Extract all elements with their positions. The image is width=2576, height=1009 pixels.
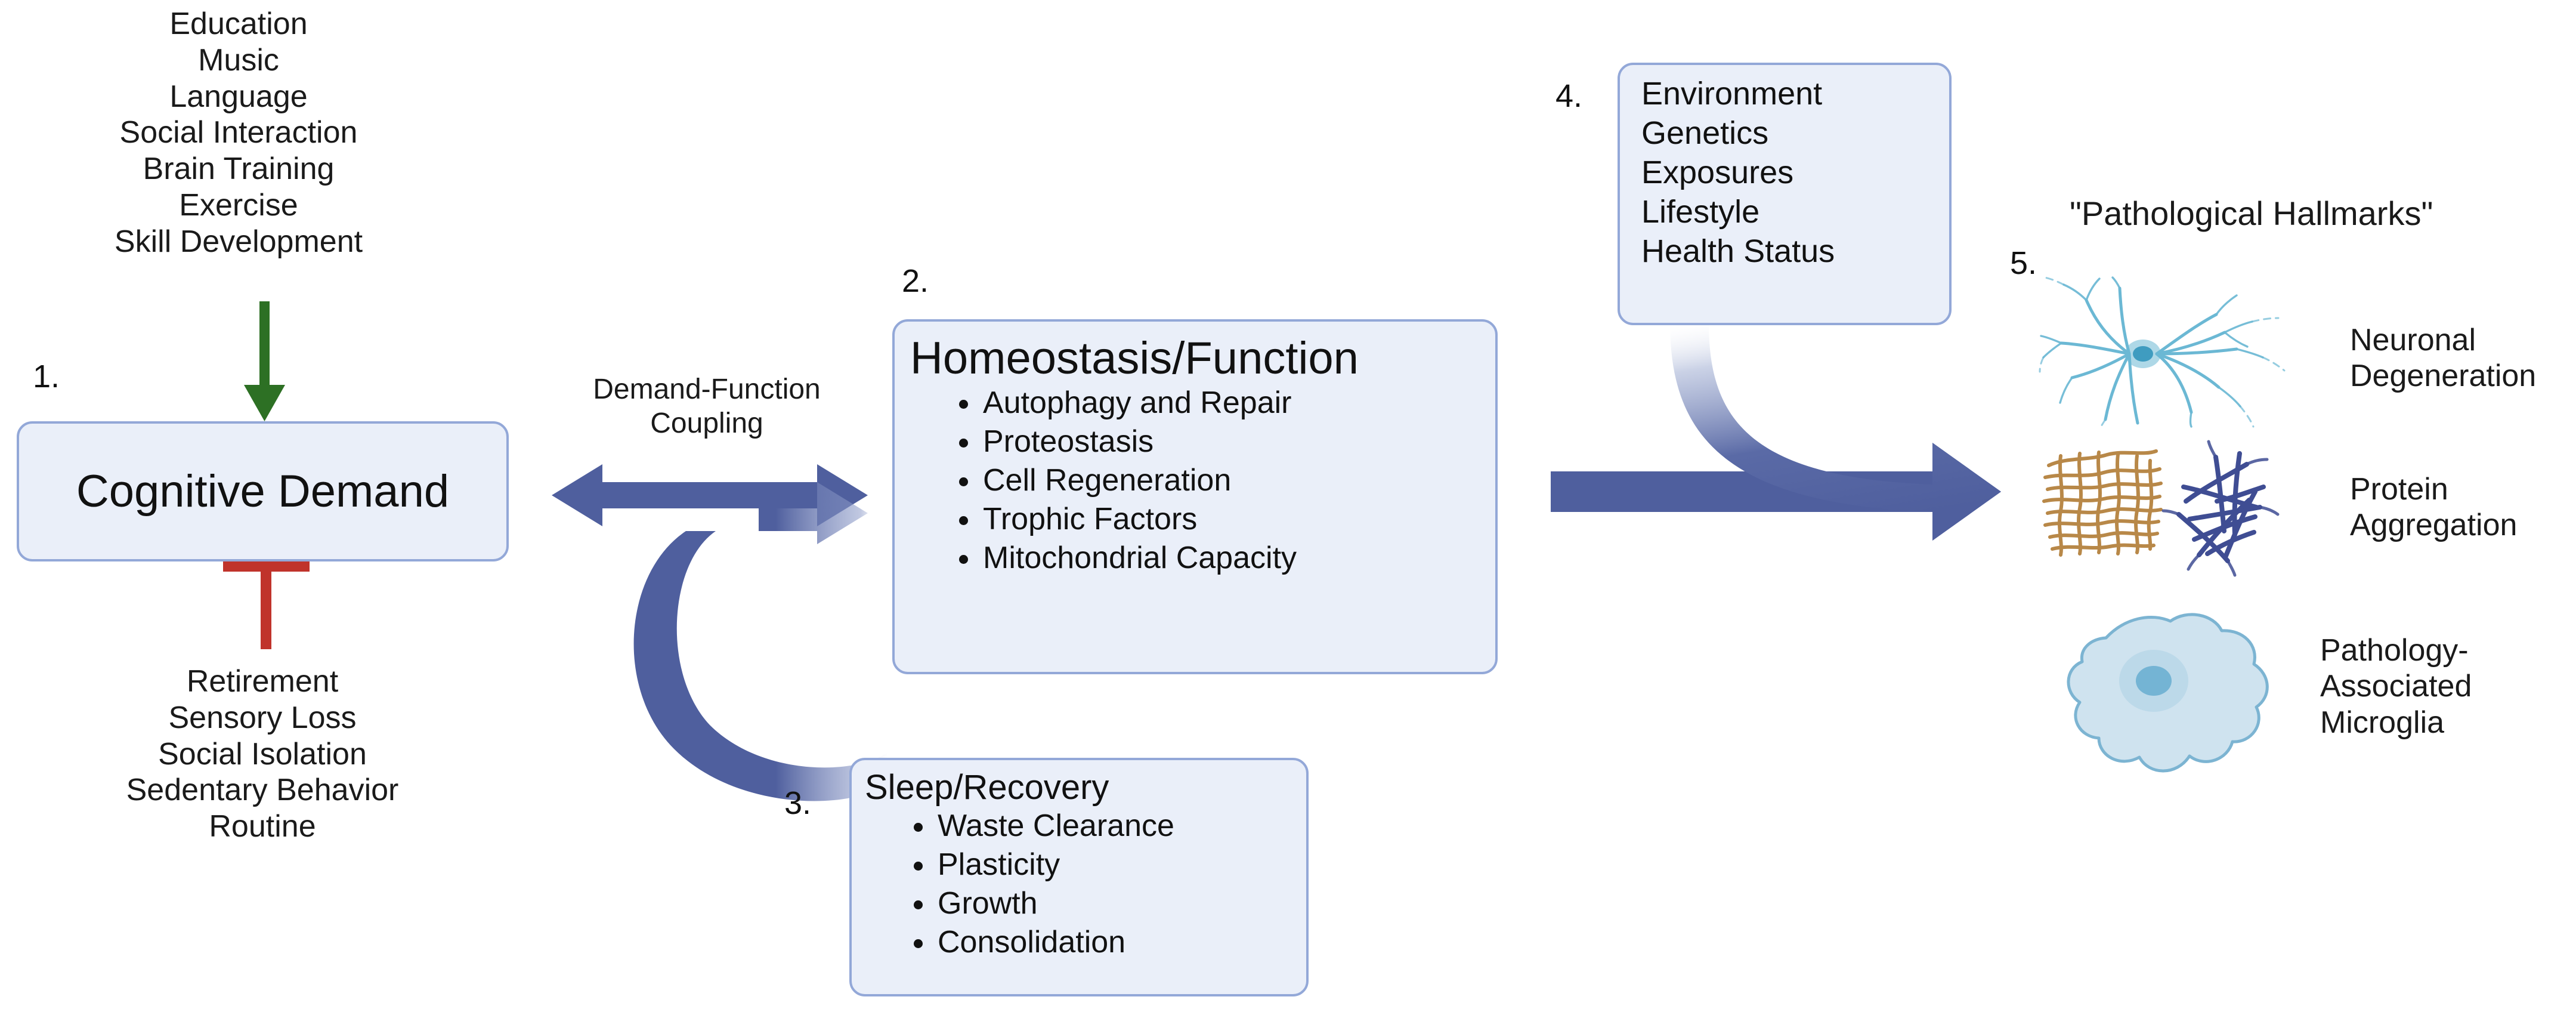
sleep-recovery-item: Growth — [910, 884, 1293, 923]
homeostasis-function-box[interactable]: Homeostasis/Function Autophagy and Repai… — [892, 319, 1498, 674]
step-3-number: 3. — [784, 785, 812, 821]
hallmark-label-line: Degeneration — [2350, 359, 2537, 394]
suppressor-item: Sensory Loss — [168, 700, 357, 735]
sleep-recovery-title: Sleep/Recovery — [865, 768, 1109, 807]
enhancer-item: Social Interaction — [119, 115, 358, 150]
sleep-recovery-box[interactable]: Sleep/Recovery Waste Clearance Plasticit… — [849, 758, 1309, 996]
homeostasis-function-title: Homeostasis/Function — [910, 333, 1359, 384]
enhancer-item: Skill Development — [114, 224, 363, 259]
coupling-line-1: Demand-Function — [593, 374, 821, 405]
cognitive-demand-box[interactable]: Cognitive Demand — [17, 421, 509, 561]
modifier-item: Exposures — [1641, 154, 1794, 190]
amyloid-plaque-icon — [2042, 449, 2163, 557]
sleep-recovery-item: Waste Clearance — [910, 807, 1293, 846]
coupling-line-2: Coupling — [650, 407, 763, 439]
tau-tangle-icon — [2176, 451, 2266, 563]
enhancer-item: Music — [198, 42, 279, 78]
protein-aggregate-icon — [2042, 440, 2280, 577]
enhancer-item: Exercise — [179, 187, 298, 223]
step-4-number: 4. — [1556, 78, 1583, 114]
modifier-item: Environment — [1641, 76, 1823, 112]
sleep-recovery-item: Plasticity — [910, 846, 1293, 884]
sleep-recovery-list: Waste Clearance Plasticity Growth Consol… — [865, 807, 1293, 962]
step-1-number: 1. — [33, 359, 60, 394]
neuron-icon — [2039, 276, 2286, 428]
coupling-label: Demand-Function Coupling — [540, 373, 874, 440]
outcome-arrow — [1551, 443, 2001, 541]
enhancer-item: Brain Training — [143, 152, 335, 186]
cognitive-demand-enhancers-list: Education Music Language Social Interact… — [24, 6, 453, 260]
step-5-number: 5. — [2010, 245, 2037, 281]
enhancer-item: Education — [169, 7, 308, 41]
homeostasis-item: Trophic Factors — [955, 500, 1480, 539]
homeostasis-function-list: Autophagy and Repair Proteostasis Cell R… — [910, 384, 1480, 578]
red-inhibition-connector — [223, 560, 310, 649]
pathology-associated-microglia-label: Pathology- Associated Microglia — [2320, 632, 2571, 740]
cognitive-demand-title: Cognitive Demand — [76, 465, 450, 517]
homeostasis-item: Cell Regeneration — [955, 461, 1480, 500]
protein-aggregation-label: Protein Aggregation — [2350, 471, 2571, 544]
microglia-icon — [2067, 613, 2269, 773]
green-activation-arrow — [244, 301, 285, 421]
hallmark-label-line: Microglia — [2320, 705, 2445, 740]
suppressor-item: Social Isolation — [158, 736, 367, 772]
hallmark-label-line: Neuronal — [2350, 323, 2476, 357]
modifier-item: Genetics — [1641, 115, 1769, 151]
suppressor-item: Routine — [209, 809, 316, 844]
homeostasis-item: Autophagy and Repair — [955, 384, 1480, 422]
pathological-hallmarks-title: "Pathological Hallmarks" — [2070, 195, 2433, 232]
feedback-loop-arrow — [633, 482, 892, 801]
bidirectional-coupling-arrow — [552, 464, 868, 526]
suppressor-item: Sedentary Behavior — [126, 773, 399, 808]
modifiers-list: Environment Genetics Exposures Lifestyle… — [1641, 75, 1949, 271]
neuronal-degeneration-label: Neuronal Degeneration — [2350, 322, 2571, 394]
hallmark-label-line: Aggregation — [2350, 508, 2518, 543]
cognitive-demand-suppressors-list: Retirement Sensory Loss Social Isolation… — [33, 664, 492, 845]
modifier-item: Health Status — [1641, 233, 1835, 269]
homeostasis-item: Mitochondrial Capacity — [955, 539, 1480, 578]
sleep-recovery-item: Consolidation — [910, 923, 1293, 962]
modifiers-box[interactable]: Environment Genetics Exposures Lifestyle… — [1618, 63, 1952, 325]
modifier-curve-arrow — [1670, 322, 2001, 541]
modifier-item: Lifestyle — [1641, 193, 1760, 230]
suppressor-item: Retirement — [186, 664, 339, 699]
hallmark-label-line: Protein — [2350, 472, 2448, 507]
homeostasis-item: Proteostasis — [955, 422, 1480, 461]
enhancer-item: Language — [169, 79, 308, 114]
hallmark-label-line: Pathology- — [2320, 633, 2469, 668]
hallmark-label-line: Associated — [2320, 669, 2472, 704]
step-2-number: 2. — [902, 263, 929, 299]
